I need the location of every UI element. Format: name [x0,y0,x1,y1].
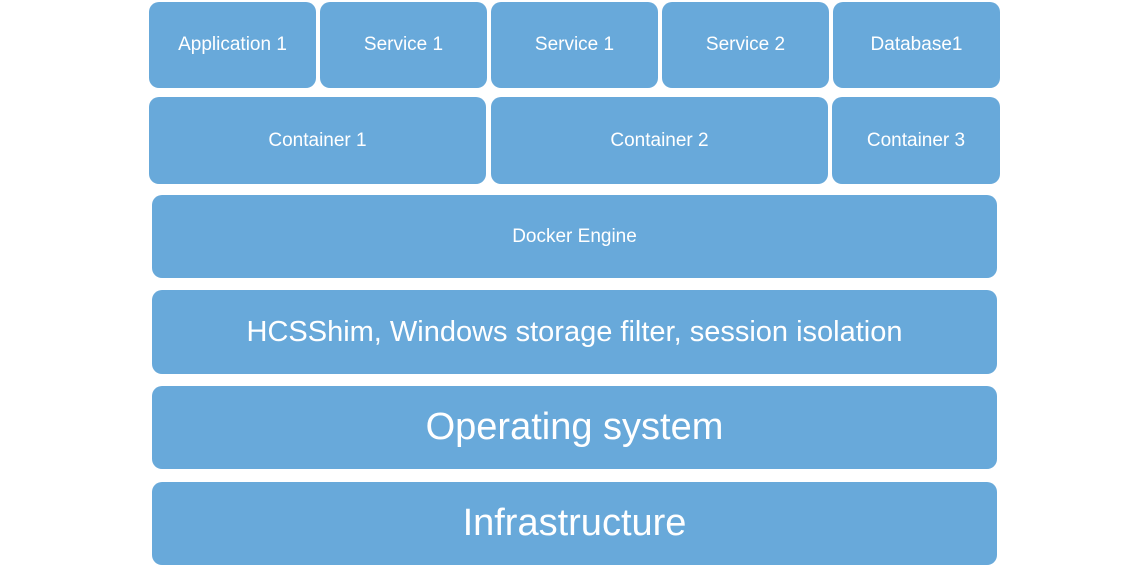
app-box-service-1b: Service 1 [491,2,658,88]
container-box-2: Container 2 [491,97,828,184]
app-label: Database1 [870,34,963,55]
app-box-service-2: Service 2 [662,2,829,88]
docker-engine-layer: Docker Engine [152,195,997,278]
infrastructure-layer: Infrastructure [152,482,997,565]
app-box-application-1: Application 1 [149,2,316,88]
container-label: Container 1 [268,129,367,151]
app-box-service-1a: Service 1 [320,2,487,88]
infrastructure-label: Infrastructure [462,502,687,544]
app-label: Service 1 [534,34,615,55]
operating-system-label: Operating system [425,406,724,448]
hcsshim-label: HCSShim, Windows storage filter, session… [246,315,903,348]
hcsshim-layer: HCSShim, Windows storage filter, session… [152,290,997,374]
container-box-3: Container 3 [832,97,1000,184]
app-box-database-1: Database1 [833,2,1000,88]
operating-system-layer: Operating system [152,386,997,469]
container-box-1: Container 1 [149,97,486,184]
app-label: Service 2 [705,34,786,55]
container-label: Container 2 [610,129,709,151]
container-label: Container 3 [866,129,966,151]
app-label: Service 1 [363,34,444,55]
app-label: Application 1 [178,34,287,55]
docker-engine-label: Docker Engine [512,225,637,247]
